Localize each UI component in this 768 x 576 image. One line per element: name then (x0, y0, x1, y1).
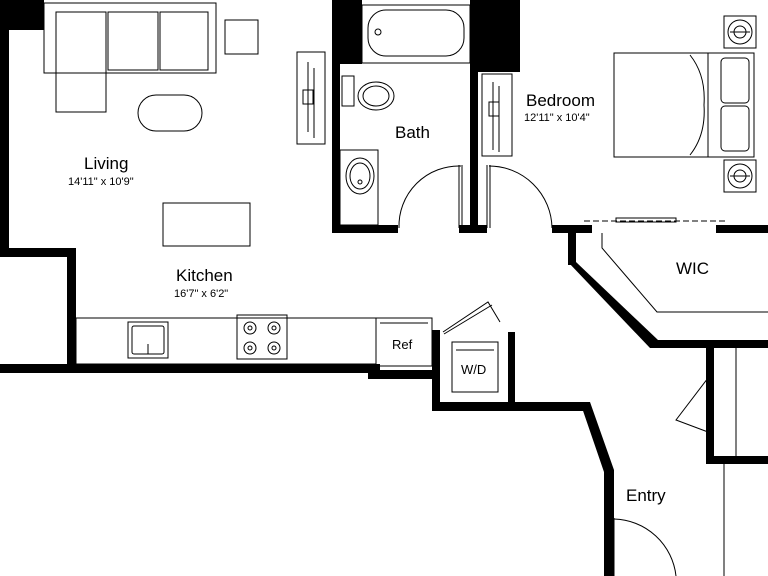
wall-living-west (0, 28, 9, 250)
sofa-icon (43, 2, 217, 113)
living-room-dimensions: 14'11" x 10'9" (68, 176, 134, 188)
entry-label: Entry (626, 486, 666, 505)
wall-bedroom-south-far (716, 225, 768, 233)
wall-ref-south (368, 370, 438, 379)
kitchen-counter (75, 317, 377, 365)
bedroom-door-icon (486, 165, 553, 229)
entry-closet-door-icon (675, 377, 709, 433)
entry-door-icon (613, 518, 677, 576)
kitchen-label: Kitchen (176, 266, 233, 285)
dining-table-icon (162, 202, 251, 247)
wall-bath-west (332, 0, 340, 232)
wall-wic-west (568, 225, 576, 265)
wall-wic-diagonal (568, 262, 658, 348)
wall-bedroom-stub (470, 64, 520, 72)
bed-icon (613, 52, 755, 158)
toilet-icon (341, 75, 395, 111)
sliding-door-icon (584, 217, 726, 223)
refrigerator-icon (375, 317, 433, 367)
wall-kitchen-south (0, 364, 380, 373)
washer-dryer-label: W/D (461, 362, 487, 377)
wall-wd-west (432, 330, 440, 410)
wall-entry-closet-south (706, 456, 768, 464)
wall-bath-south-left (332, 225, 398, 233)
bath-sink-icon (339, 149, 379, 226)
wd-door-icon (442, 301, 501, 335)
kitchen-sink-icon (127, 321, 169, 359)
wall-kitchen-pantry (67, 248, 76, 372)
stove-icon (236, 314, 288, 360)
wic-inner-outline (601, 233, 768, 313)
wall-entry-diagonal (580, 402, 614, 576)
wall-entry-closet-west (706, 340, 714, 464)
washer-dryer-icon (451, 341, 499, 393)
wall-wd-east (508, 332, 515, 410)
wall-bath-tub-block (332, 0, 362, 64)
coffee-table-icon (137, 94, 203, 132)
bath-label: Bath (395, 123, 430, 142)
wall-corner-top-left (0, 0, 44, 30)
wall-bath-tub-block-right (470, 0, 520, 64)
wic-label: WIC (676, 259, 710, 278)
closet-door-icon (481, 73, 513, 157)
side-table-icon (224, 19, 259, 55)
wall-bath-east (470, 64, 478, 232)
wall-bath-door-jamb (459, 225, 487, 233)
ref-label: Ref (392, 337, 413, 352)
bedroom-label: Bedroom (526, 91, 595, 110)
bath-door-icon (398, 165, 463, 229)
bathtub-icon (361, 4, 471, 64)
nightstand-lamp-icon (723, 159, 757, 193)
kitchen-dimensions: 16'7" x 6'2" (174, 288, 229, 300)
bedroom-dimensions: 12'11" x 10'4" (524, 112, 590, 124)
wall-kitchen-west-stub (0, 248, 76, 257)
closet-door-icon (296, 51, 326, 145)
nightstand-lamp-icon (723, 15, 757, 49)
living-room-label: Living (84, 154, 129, 173)
